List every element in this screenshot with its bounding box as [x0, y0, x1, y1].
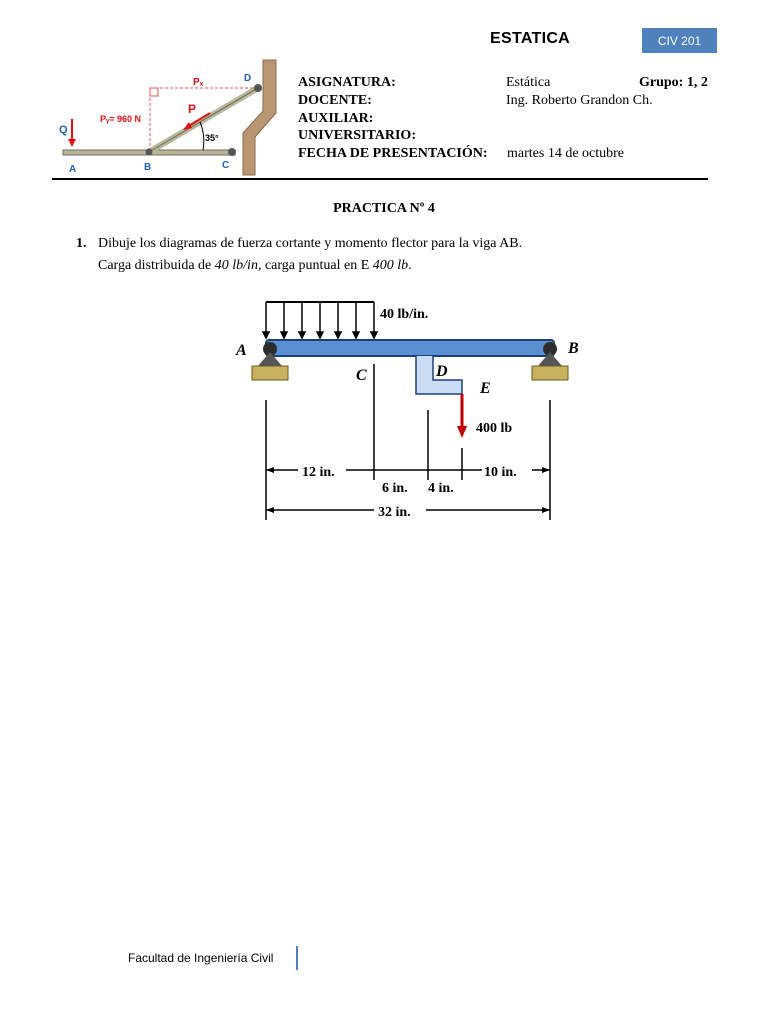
d-label: D: [244, 73, 251, 84]
pin-c: [228, 148, 236, 156]
dim-arrow-right: [542, 467, 550, 473]
question-line-2-end: .: [408, 258, 412, 273]
distributed-load-arrows: [261, 302, 379, 340]
angle-arc: [199, 121, 205, 151]
footer-divider: [296, 946, 298, 970]
label-e: E: [479, 380, 491, 397]
dim-total-arrow-left: [266, 507, 274, 513]
p-label: P: [188, 102, 196, 116]
support-a: [251, 365, 289, 381]
dimension-extension-lines: [265, 364, 551, 520]
point-load-value: 400 lb: [372, 258, 409, 273]
a-label: A: [69, 164, 76, 175]
label-c: C: [356, 367, 367, 384]
grupo-label: Grupo: 1, 2: [639, 75, 708, 90]
docente-value: Ing. Roberto Grandon Ch.: [506, 93, 653, 108]
label-d: D: [435, 363, 448, 380]
label-b: B: [567, 340, 579, 357]
p-arrow-line: [186, 112, 211, 128]
angle-label: 35°: [205, 133, 219, 143]
point-load-arrow-head: [457, 426, 467, 438]
py-label: Pᵧ= 960 N: [100, 114, 141, 124]
auxiliar-label: AUXILIAR:: [298, 111, 374, 126]
q-arrow-head: [68, 139, 76, 147]
p-arrow-head: [183, 122, 192, 130]
universitario-label: UNIVERSITARIO:: [298, 128, 416, 143]
fecha-label: FECHA DE PRESENTACIÓN:: [298, 146, 488, 161]
pin-b: [543, 342, 557, 356]
docente-label: DOCENTE:: [298, 93, 372, 108]
question-line-1: Dibuje los diagramas de fuerza cortante …: [98, 236, 523, 251]
dim-ac-label: 12 in.: [302, 465, 335, 480]
question-line-2: Carga distribuida de 40 lb/in, carga pun…: [98, 258, 412, 274]
asignatura-value: Estática: [506, 75, 551, 90]
header-statics-figure: Pᵧ= 960 N Pₓ P Q A B C D 35°: [59, 59, 277, 176]
pin-b: [145, 148, 153, 156]
fecha-value: martes 14 de octubre: [507, 146, 625, 161]
label-a: A: [235, 342, 247, 359]
pin-a: [263, 342, 277, 356]
pin-d: [254, 84, 262, 92]
beam-ab: [265, 339, 555, 357]
dim-total-label: 32 in.: [378, 505, 411, 520]
q-label: Q: [59, 124, 68, 136]
support-b-pin: [538, 352, 562, 366]
px-label: Pₓ: [193, 77, 204, 88]
dim-ac-bg: [298, 461, 346, 479]
question-line-2-middle: carga puntual en E: [261, 258, 373, 273]
dim-total-bg: [374, 501, 426, 519]
support-b: [531, 365, 569, 381]
dim-eb-bg: [482, 461, 532, 479]
question-line-2-prefix: Carga distribuida de: [98, 258, 215, 273]
dim-arrow-left: [266, 467, 274, 473]
dim-total-arrow-right: [542, 507, 550, 513]
beam-diagram: 40 lb/in. A B C D E 400 lb 12 in. 10 in.…: [235, 301, 579, 520]
c-label: C: [222, 160, 229, 171]
question-number: 1.: [76, 236, 87, 251]
distributed-load-label: 40 lb/in.: [380, 307, 428, 322]
right-angle-mark: [149, 87, 159, 97]
dim-de-label: 4 in.: [428, 481, 454, 496]
course-title: ESTATICA: [490, 30, 571, 47]
asignatura-label: ASIGNATURA:: [298, 75, 396, 90]
wall-shape: [242, 59, 277, 176]
practice-title: PRACTICA Nº 4: [333, 201, 435, 216]
course-code-badge: CIV 201: [642, 28, 717, 53]
header-divider: [52, 178, 708, 180]
support-a-pin: [258, 352, 282, 366]
dim-cd-label: 6 in.: [382, 481, 408, 496]
bracket-de: [415, 356, 463, 395]
point-load-label: 400 lb: [476, 421, 512, 436]
dim-eb-label: 10 in.: [484, 465, 517, 480]
distributed-load-value: 40 lb/in,: [214, 258, 262, 273]
inclined-bar-edge: [148, 87, 259, 153]
b-label: B: [144, 162, 151, 173]
footer-text: Facultad de Ingeniería Civil: [128, 951, 274, 965]
